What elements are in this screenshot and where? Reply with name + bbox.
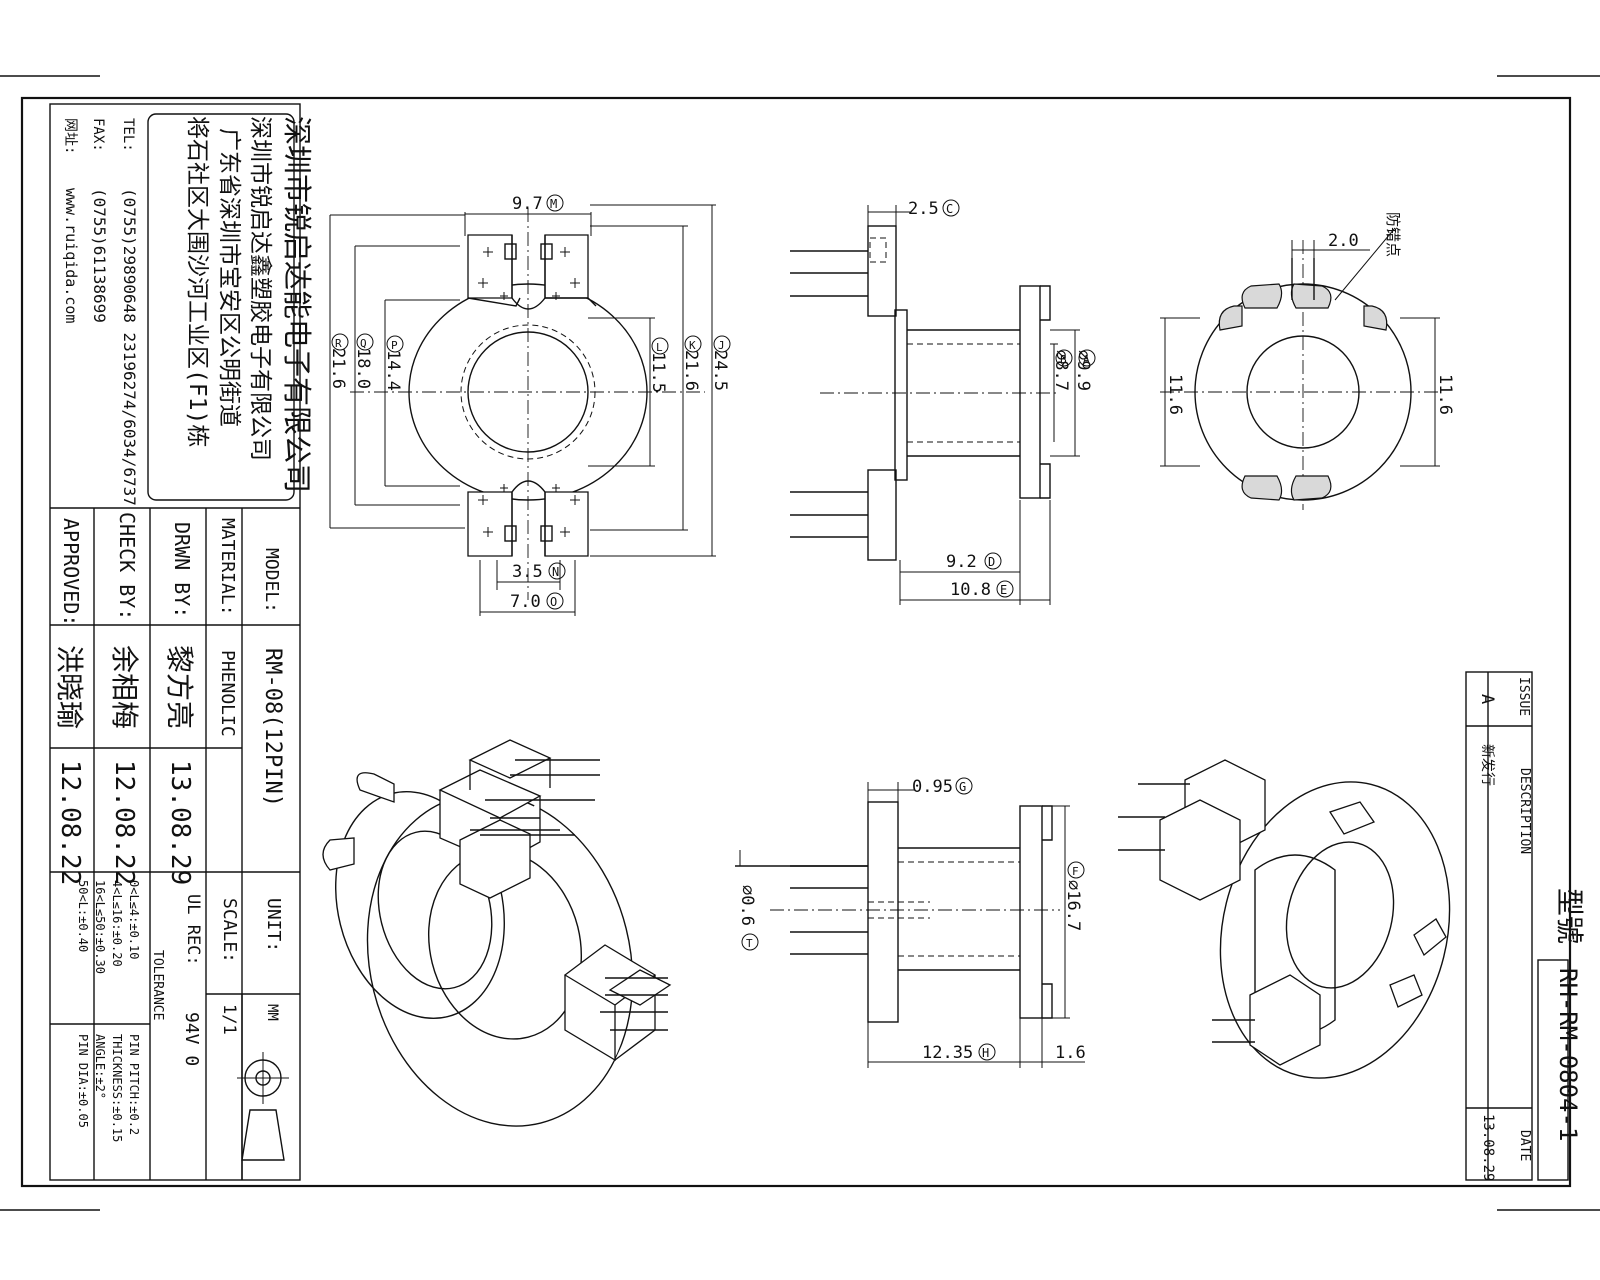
lbl-K: K	[689, 339, 696, 352]
dim-1-6: 1.6	[1055, 1043, 1086, 1063]
type-label: 型號	[1553, 888, 1586, 944]
dim-T: ⌀0.6	[737, 885, 757, 926]
tolerance-label: TOLERANCE	[150, 950, 165, 1020]
lbl-G: G	[959, 780, 966, 794]
lbl-A: A	[1083, 353, 1090, 366]
dim-N: 3.5	[512, 562, 543, 582]
dim-L: 11.5	[648, 352, 668, 393]
dim-A: ⌀9.9	[1073, 350, 1093, 391]
issue-label: ISSUE	[1516, 677, 1531, 716]
company-address-2: 将石社区大围沙河工业区(F1)栋	[184, 116, 210, 447]
dim-O: 7.0	[510, 592, 541, 612]
dim-left-11-6: 11.6	[1165, 374, 1185, 415]
dim-N-label: N	[552, 565, 559, 579]
model-label: MODEL:	[261, 548, 282, 613]
pin-note: 防错点	[1384, 212, 1402, 257]
dim-E: 10.8	[950, 580, 991, 600]
date-label: DATE	[1517, 1130, 1532, 1161]
material-value: PHENOLIC	[217, 650, 238, 737]
drawn-name: 黎方亮	[163, 645, 196, 729]
dim-K: 21.6	[681, 350, 701, 391]
lbl-B: B	[1060, 353, 1067, 366]
dim-C: 2.5	[908, 199, 939, 219]
dim-H: 12.35	[922, 1043, 973, 1063]
company-name-1: 深圳市锐启达能电子有限公司	[280, 116, 314, 493]
ul-label: UL REC:	[183, 894, 203, 966]
material-label: MATERIAL:	[217, 518, 238, 616]
side-view: 2.5 C ⌀9.9 ⌀8.7 A B 9.2 D 10.8 E	[790, 199, 1096, 605]
dim-pin-width: 2.0	[1328, 231, 1359, 251]
lbl-T: T	[746, 937, 753, 950]
tolerance-row-3: 16<L≤50:±0.30	[93, 880, 107, 974]
dim-O-label: O	[550, 595, 557, 609]
dim-J: 24.5	[710, 350, 730, 391]
tolerance-right-4: PIN DIA:±0.05	[76, 1034, 90, 1128]
lbl-H: H	[982, 1046, 989, 1060]
front-section-view: 0.95 G ⌀0.6 T ⌀16.7 F 12.35 H 1.6	[735, 777, 1086, 1068]
company-address-1: 广东省深圳市宝安区公明街道	[216, 128, 242, 427]
dim-F: ⌀16.7	[1063, 880, 1083, 931]
description-value: 新发行	[1479, 744, 1495, 786]
dim-Q: 18.0	[353, 348, 373, 389]
approved-date: 12.08.22	[55, 760, 85, 885]
dim-G: 0.95	[912, 777, 953, 797]
check-date: 12.08.22	[109, 760, 139, 885]
lbl-E: E	[1000, 583, 1007, 597]
dim-R: 21.6	[328, 348, 348, 389]
description-label: DESCRIPTION	[1517, 768, 1532, 854]
tolerance-row-2: 4<L≤16:±0.20	[110, 880, 124, 967]
revision-block: ISSUE DESCRIPTION DATE A 新发行 13.08.29 型號…	[1465, 671, 1586, 1181]
issue-value: A	[1477, 694, 1497, 704]
unit-value: MM	[264, 1004, 280, 1021]
tolerance-row-1: 0<L≤4:±0.10	[127, 880, 141, 959]
tolerance-right-3: ANGLE:±2°	[93, 1034, 107, 1099]
lbl-C: C	[946, 202, 953, 216]
tolerance-right-1: PIN PITCH:±0.2	[127, 1034, 141, 1135]
scale-label: SCALE:	[219, 898, 240, 963]
dim-D: 9.2	[946, 552, 977, 572]
tolerance-row-4: 50<L:±0.40	[76, 880, 90, 952]
projection-symbol-icon	[237, 1052, 289, 1161]
fax-label: FAX:	[90, 118, 106, 152]
web-label: 网址:	[62, 118, 78, 154]
tel-label: TEL:	[120, 118, 136, 152]
company-box	[147, 113, 295, 501]
lbl-J: J	[718, 339, 725, 352]
lbl-P: P	[391, 339, 398, 352]
check-label: CHECK BY:	[115, 512, 139, 620]
unit-label: UNIT:	[263, 898, 284, 952]
corner-marks	[0, 75, 1600, 1211]
drawn-date: 13.08.29	[165, 760, 195, 885]
lbl-R: R	[335, 337, 342, 350]
date-value: 13.08.29	[1480, 1114, 1496, 1181]
lbl-L: L	[656, 341, 663, 354]
tel-value: (0755)29890648 23196274/6034/6737	[120, 188, 139, 506]
drawn-label: DRWN BY:	[170, 522, 194, 618]
top-view: 9.7 M 3.5 N 7.0 O 21.6 18.0 14.4 11.5 21…	[328, 194, 731, 616]
ul-value: 94V 0	[181, 1012, 202, 1066]
dim-right-11-6: 11.6	[1435, 374, 1455, 415]
end-view: 2.0 防错点 11.6 11.6	[1160, 212, 1455, 510]
part-number: RH-RM-0804-1	[1554, 968, 1582, 1141]
fax-value: (0755)61138699	[90, 188, 109, 323]
lbl-Q: Q	[360, 337, 367, 350]
dim-M-label: M	[550, 197, 557, 211]
drawing-border	[20, 96, 1572, 1188]
scale-value: 1/1	[219, 1004, 239, 1035]
dim-M: 9.7	[512, 194, 543, 214]
check-name: 余相梅	[108, 645, 141, 729]
model-value: RM-08(12PIN)	[260, 648, 285, 807]
isometric-view-left	[322, 739, 672, 1127]
approved-name: 洪晓瑜	[53, 645, 86, 729]
company-name-2: 深圳市锐启达鑫塑胶电子有限公司	[247, 116, 273, 461]
title-block: 深圳市锐启达能电子有限公司 深圳市锐启达鑫塑胶电子有限公司 广东省深圳市宝安区公…	[49, 103, 314, 1181]
dim-P: 14.4	[383, 350, 403, 391]
web-value: www.ruiqida.com	[62, 188, 80, 323]
lbl-D: D	[988, 555, 995, 569]
approved-label: APPROVED:	[59, 518, 83, 626]
isometric-view-right	[1118, 759, 1451, 1079]
lbl-F: F	[1072, 865, 1079, 878]
tolerance-right-2: THICKNESS:±0.15	[110, 1034, 124, 1142]
